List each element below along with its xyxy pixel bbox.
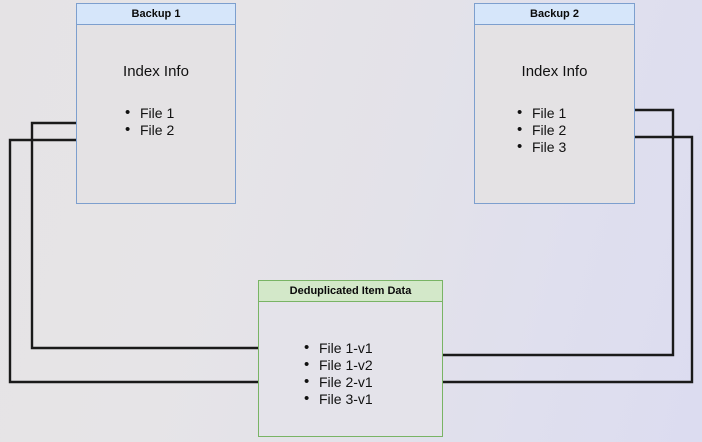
dedup-header: Deduplicated Item Data (259, 281, 442, 302)
dedup-body: File 1-v1 File 1-v2 File 2-v1 File 3-v1 (259, 302, 442, 436)
connector-backup2-file2-to-file2v1 (399, 135, 694, 387)
list-item[interactable]: File 1-v1 (304, 339, 373, 357)
dedup-item-list: File 1-v1 File 1-v2 File 2-v1 File 3-v1 (304, 339, 373, 408)
deduplicated-item-data-box[interactable]: Deduplicated Item Data File 1-v1 File 1-… (258, 280, 443, 437)
backup2-index-info-label: Index Info (521, 63, 588, 80)
backup1-box[interactable]: Backup 1 Index Info File 1 File 2 (76, 3, 236, 204)
list-item[interactable]: File 2-v1 (304, 373, 373, 391)
list-item[interactable]: File 2 (517, 121, 566, 139)
backup2-header: Backup 2 (475, 4, 634, 25)
backup1-index-info-label: Index Info (123, 63, 189, 80)
backup1-header: Backup 1 (77, 4, 235, 25)
backup1-file-list: File 1 File 2 (125, 104, 174, 139)
list-item[interactable]: File 1-v2 (304, 356, 373, 374)
connector-backup1-file2-to-file2v1 (8, 138, 301, 387)
backup2-file-list: File 1 File 2 File 3 (517, 104, 566, 156)
backup2-box[interactable]: Backup 2 Index Info File 1 File 2 File 3 (474, 3, 635, 204)
list-item[interactable]: File 2 (125, 121, 174, 139)
backup2-body: Index Info File 1 File 2 File 3 (475, 25, 634, 203)
list-item[interactable]: File 1 (517, 104, 566, 122)
list-item[interactable]: File 3-v1 (304, 390, 373, 408)
list-item[interactable]: File 1 (125, 104, 174, 122)
backup1-body: Index Info File 1 File 2 (77, 25, 235, 203)
list-item[interactable]: File 3 (517, 138, 566, 156)
